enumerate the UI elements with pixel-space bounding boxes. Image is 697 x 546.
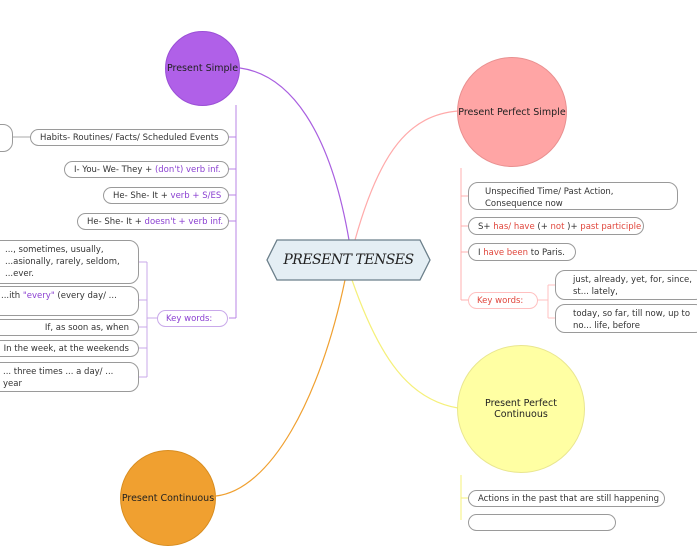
simple-habits-text: Habits- Routines/ Facts/ Scheduled Event… xyxy=(40,133,219,143)
simple-form-plural-subject: I- You- We- They + xyxy=(74,165,155,175)
perfect-form-b: has/ have xyxy=(493,222,535,232)
simple-kw-times-text: ... three times ... a day/ ... year xyxy=(3,367,114,389)
simple-form-negative-subject: He- She- It + xyxy=(87,217,145,227)
simple-kw-conditions[interactable]: If, as soon as, when xyxy=(0,319,139,336)
perfect-keywords-label[interactable]: Key words: xyxy=(468,292,538,309)
cutoff-node[interactable] xyxy=(0,124,13,152)
topic-present-continuous-label: Present Continuous xyxy=(121,492,215,504)
perfect-form-e: )+ xyxy=(564,222,581,232)
perfect-example[interactable]: I have been to Paris. xyxy=(468,243,576,261)
topic-present-perfect-simple[interactable]: Present Perfect Simple xyxy=(457,57,567,167)
connector-lines xyxy=(13,67,555,520)
center-node[interactable]: PRESENT TENSES xyxy=(267,240,430,280)
perfect-kw-2[interactable]: today, so far, till now, up to no... lif… xyxy=(555,304,697,333)
perfect-continuous-connector xyxy=(351,279,459,409)
perfect-continuous-use[interactable]: Actions in the past that are still happe… xyxy=(468,490,665,507)
simple-form-negative[interactable]: He- She- It + doesn't + verb inf. xyxy=(77,213,229,230)
simple-kw-frequency-text: ..., sometimes, usually, ...asionally, r… xyxy=(5,245,120,279)
simple-connector xyxy=(239,67,350,241)
simple-form-negative-verb: doesn't + verb inf. xyxy=(144,217,224,227)
perfect-example-a: I xyxy=(478,248,484,258)
simple-kw-week[interactable]: In the week, at the weekends xyxy=(0,340,139,357)
simple-kw-conditions-text: If, as soon as, when xyxy=(44,323,129,333)
perfect-example-c: to Paris. xyxy=(528,248,565,258)
simple-kw-every-a: ...ith xyxy=(1,291,23,301)
perfect-form-a: S+ xyxy=(478,222,494,232)
center-node-shape xyxy=(266,239,431,281)
simple-kw-every[interactable]: ...ith "every" (every day/ ... xyxy=(0,286,139,316)
continuous-connector xyxy=(215,279,346,497)
simple-kw-every-b: "every" xyxy=(22,291,55,301)
simple-habits[interactable]: Habits- Routines/ Facts/ Scheduled Event… xyxy=(30,129,229,146)
perfect-continuous-use-text: Actions in the past that are still happe… xyxy=(478,494,660,504)
topic-present-perfect-continuous[interactable]: Present Perfect Continuous xyxy=(457,345,585,473)
perfect-kw-1[interactable]: just, already, yet, for, since, st... la… xyxy=(555,270,697,300)
simple-form-singular-verb: verb + S/ES xyxy=(170,191,222,201)
mind-map: PRESENT TENSES Present Simple Present Pe… xyxy=(0,31,697,546)
center-title: PRESENT TENSES xyxy=(283,252,414,268)
simple-form-singular-subject: He- She- It + xyxy=(113,191,171,201)
simple-form-plural[interactable]: I- You- We- They + (don't) verb inf. xyxy=(64,161,229,178)
perfect-kw-2-text: today, so far, till now, up to no... lif… xyxy=(573,309,691,331)
perfect-kw-1-text: just, already, yet, for, since, st... la… xyxy=(573,275,692,297)
simple-form-plural-verb: (don't) verb inf. xyxy=(154,165,221,175)
perfect-connector xyxy=(354,110,459,241)
simple-kw-times[interactable]: ... three times ... a day/ ... year xyxy=(0,362,139,392)
perfect-form-d: not xyxy=(550,222,565,232)
perfect-continuous-next[interactable] xyxy=(468,514,616,531)
topic-present-simple[interactable]: Present Simple xyxy=(165,31,240,106)
perfect-keywords-text: Key words: xyxy=(477,296,524,306)
topic-present-perfect-continuous-label: Present Perfect Continuous xyxy=(485,398,557,420)
perfect-form-c: (+ xyxy=(534,222,551,232)
simple-kw-every-c: (every day/ ... xyxy=(54,291,117,301)
perfect-form[interactable]: S+ has/ have (+ not )+ past participle xyxy=(468,217,644,235)
topic-present-perfect-simple-label: Present Perfect Simple xyxy=(458,106,566,118)
simple-keywords-text: Key words: xyxy=(166,314,213,324)
topic-present-continuous[interactable]: Present Continuous xyxy=(120,450,216,546)
perfect-use[interactable]: Unspecified Time/ Past Action, Consequen… xyxy=(468,182,678,210)
topic-present-simple-label: Present Simple xyxy=(166,63,239,74)
simple-keywords-label[interactable]: Key words: xyxy=(157,310,228,327)
simple-kw-week-text: In the week, at the weekends xyxy=(3,344,129,354)
perfect-form-f: past participle xyxy=(580,222,642,232)
simple-form-singular[interactable]: He- She- It + verb + S/ES xyxy=(103,187,229,204)
perfect-use-text: Unspecified Time/ Past Action, Consequen… xyxy=(485,187,614,209)
perfect-example-b: have been xyxy=(483,248,529,258)
simple-kw-frequency[interactable]: ..., sometimes, usually, ...asionally, r… xyxy=(0,240,139,284)
